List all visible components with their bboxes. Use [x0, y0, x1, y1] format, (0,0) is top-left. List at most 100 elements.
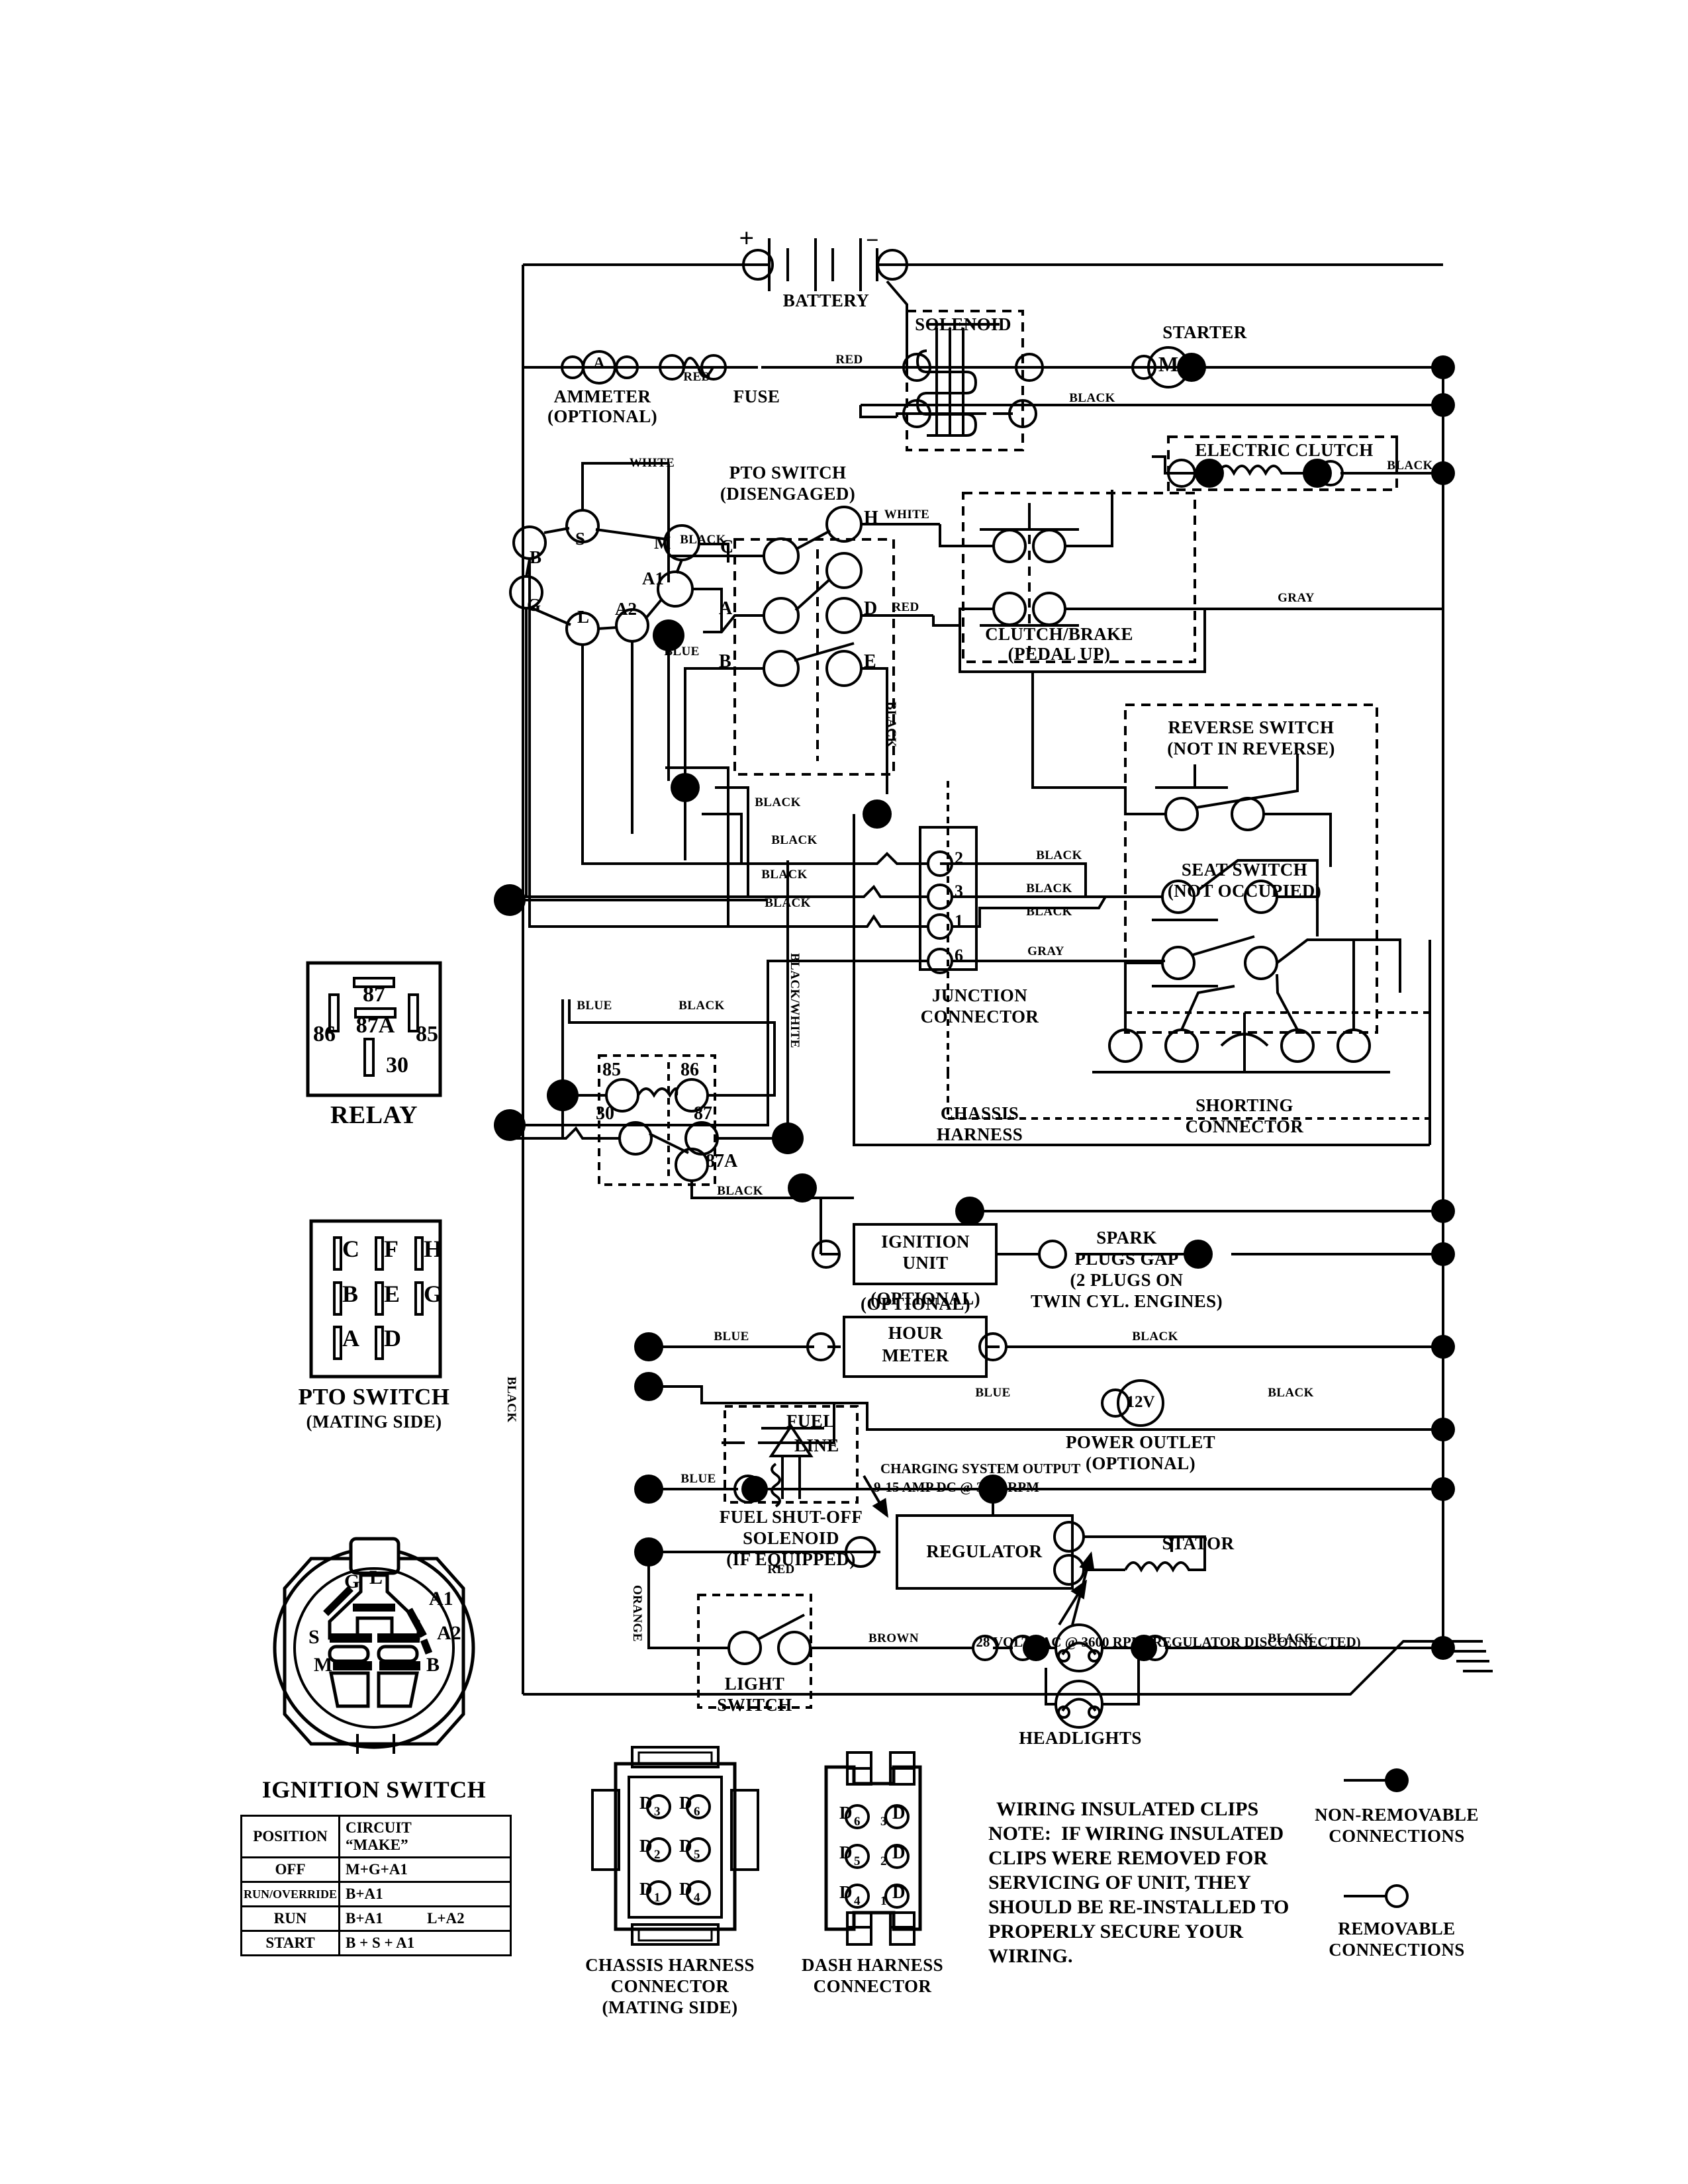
seat-switch-label: SEAT SWITCH — [1181, 860, 1308, 880]
wire-black-starter: BLACK — [1069, 391, 1115, 405]
relay-legend-pin-87a: 87A — [355, 1013, 395, 1038]
wire-black-bus-3: BLACK — [761, 868, 808, 882]
light-switch-label-line2: SWITCH — [717, 1695, 792, 1715]
stator-voltage-label: 28 VOLTS AC @ 3600 RPM (REGULATOR DISCON… — [976, 1634, 1361, 1650]
wire-black-bus-1: BLACK — [755, 796, 801, 809]
chassis-harness-label-line2: HARNESS — [936, 1124, 1023, 1144]
spark-plugs-label-line1: SPARK — [1096, 1228, 1157, 1248]
junction-pin-3: 3 — [955, 882, 963, 901]
wire-blue-relay: BLUE — [577, 999, 612, 1013]
wire-black-hour-meter-out: BLACK — [1132, 1330, 1178, 1343]
ignition-legend-title: IGNITION SWITCH — [261, 1776, 487, 1803]
table-cell-position-runoverride: RUN/OVERRIDE — [240, 1881, 341, 1907]
pto-terminal-a: A — [719, 598, 733, 619]
spark-plugs-label-line4: TWIN CYL. ENGINES) — [1030, 1291, 1223, 1311]
dash-connector-pin-d6-letter: D — [839, 1803, 853, 1823]
relay-inline-terminal-85: 85 — [602, 1060, 621, 1080]
note-line-6: WIRING. — [988, 1945, 1073, 1967]
relay-legend-title: RELAY — [330, 1101, 418, 1129]
junction-pin-6: 6 — [955, 946, 963, 965]
wire-black-ignition-m: BLACK — [680, 533, 726, 547]
battery-minus-symbol: − — [866, 228, 879, 253]
chassis-connector-pin-d5-letter: D — [679, 1836, 692, 1856]
wire-black-left-bus: BLACK — [504, 1377, 518, 1423]
chassis-connector-pin-d4-letter: D — [679, 1879, 692, 1899]
ignition-terminal-m: M — [654, 533, 671, 553]
ignition-switch-table: POSITION CIRCUIT “MAKE” OFF M+G+A1 RUN/O… — [240, 1815, 512, 1956]
wire-black-relay-87a: BLACK — [717, 1184, 763, 1198]
chassis-connector-pin-d2-letter: D — [639, 1836, 653, 1856]
chassis-connector-pin-d3-num: 3 — [654, 1805, 661, 1819]
table-header-position: POSITION — [240, 1815, 341, 1858]
battery-plus-symbol: + — [739, 223, 755, 253]
ignition-legend-pin-g: G — [344, 1570, 360, 1592]
charging-output-label-line2: 9-15 AMP DC @ 3600 RPM — [874, 1479, 1039, 1495]
wire-white-pto-h: WHITE — [884, 508, 930, 522]
ignition-legend-pin-l: L — [369, 1567, 383, 1588]
chassis-connector-pin-d4-num: 4 — [694, 1891, 700, 1905]
wire-gray-seat: GRAY — [1027, 944, 1064, 958]
table-row: RUN B+A1 L+A2 — [240, 1905, 512, 1932]
table-header-make: “MAKE” — [346, 1837, 408, 1853]
note-line-2: CLIPS WERE REMOVED FOR — [988, 1847, 1268, 1869]
wire-blue-fuel: BLUE — [680, 1472, 716, 1486]
hour-meter-label-line2: METER — [882, 1345, 949, 1365]
table-cell-make-run: L+A2 — [427, 1910, 465, 1927]
clutch-brake-state-label: (PEDAL UP) — [1008, 644, 1111, 664]
table-row: START B + S + A1 — [240, 1930, 512, 1956]
dash-connector-pin-d2-letter: D — [892, 1843, 906, 1862]
charging-output-label-line1: CHARGING SYSTEM OUTPUT — [880, 1461, 1081, 1477]
dash-connector-title-line1: DASH HARNESS — [801, 1955, 944, 1975]
note-heading: WIRING INSULATED CLIPS — [996, 1798, 1259, 1820]
wire-black-pto-e: BLACK — [884, 702, 898, 748]
fuel-line-label-line2: LINE — [794, 1435, 839, 1455]
pto-legend-subtitle: (MATING SIDE) — [306, 1412, 442, 1432]
table-cell-circuit-runoverride: B+A1 — [346, 1886, 383, 1902]
pto-legend-pin-d: D — [384, 1325, 401, 1351]
wire-blue-power-outlet: BLUE — [975, 1386, 1011, 1400]
fuel-shutoff-label-line3: (IF EQUIPPED) — [726, 1549, 856, 1569]
chassis-connector-pin-d1-num: 1 — [654, 1891, 661, 1905]
wire-black-clutch: BLACK — [1387, 459, 1433, 473]
relay-legend-pin-30: 30 — [386, 1053, 408, 1077]
ammeter-optional-label: (OPTIONAL) — [547, 406, 657, 426]
table-cell-circuit-run: B+A1 — [346, 1910, 383, 1927]
fuel-shutoff-label-line2: SOLENOID — [743, 1528, 839, 1548]
ignition-legend-pin-s: S — [308, 1626, 320, 1648]
dash-connector-pin-d2-num: 2 — [880, 1854, 887, 1868]
ignition-terminal-a2: A2 — [615, 599, 637, 619]
pto-switch-label: PTO SWITCH — [729, 463, 847, 482]
battery-label: BATTERY — [782, 291, 870, 310]
ignition-unit-optional-label: (OPTIONAL) — [870, 1289, 980, 1308]
spark-plugs-label-line3: (2 PLUGS ON — [1070, 1270, 1184, 1290]
wire-gray-clutch-brake: GRAY — [1278, 591, 1315, 605]
ammeter-symbol: A — [593, 355, 605, 372]
wire-black-relay: BLACK — [679, 999, 725, 1013]
shorting-connector-label-line2: CONNECTOR — [1185, 1116, 1304, 1136]
wire-orange-light-switch: ORANGE — [630, 1585, 644, 1642]
pto-terminal-c: C — [720, 537, 734, 557]
pto-switch-state-label: (DISENGAGED) — [720, 484, 856, 504]
ignition-legend-pin-a2: A2 — [437, 1622, 461, 1644]
fuel-shutoff-label-line1: FUEL SHUT-OFF — [719, 1507, 863, 1527]
wire-black-seat-1: BLACK — [1036, 848, 1082, 862]
wire-red-pto-d: RED — [892, 600, 919, 614]
power-outlet-value: 12V — [1126, 1393, 1155, 1411]
junction-pin-1: 1 — [955, 911, 963, 931]
pto-terminal-d: D — [864, 598, 878, 619]
wire-red-ammeter-fuse: RED — [683, 370, 711, 384]
relay-legend-pin-87: 87 — [363, 982, 385, 1007]
wire-black-white: BLACK/WHITE — [788, 953, 802, 1048]
clutch-brake-label: CLUTCH/BRAKE — [985, 624, 1133, 644]
fuel-line-label-line1: FUEL — [786, 1411, 835, 1431]
chassis-connector-pin-d2-num: 2 — [654, 1848, 661, 1862]
table-row: OFF M+G+A1 — [240, 1856, 512, 1883]
legend-removable-line2: CONNECTIONS — [1329, 1940, 1465, 1960]
wire-black-bus-2: BLACK — [771, 833, 818, 847]
legend-non-removable-line1: NON-REMOVABLE — [1315, 1805, 1479, 1825]
dash-connector-pin-d1-num: 1 — [880, 1894, 887, 1908]
spark-plugs-label-line2: PLUGS GAP — [1074, 1249, 1179, 1269]
chassis-harness-label-line1: CHASSIS — [940, 1103, 1019, 1123]
ammeter-label: AMMETER — [553, 387, 651, 406]
